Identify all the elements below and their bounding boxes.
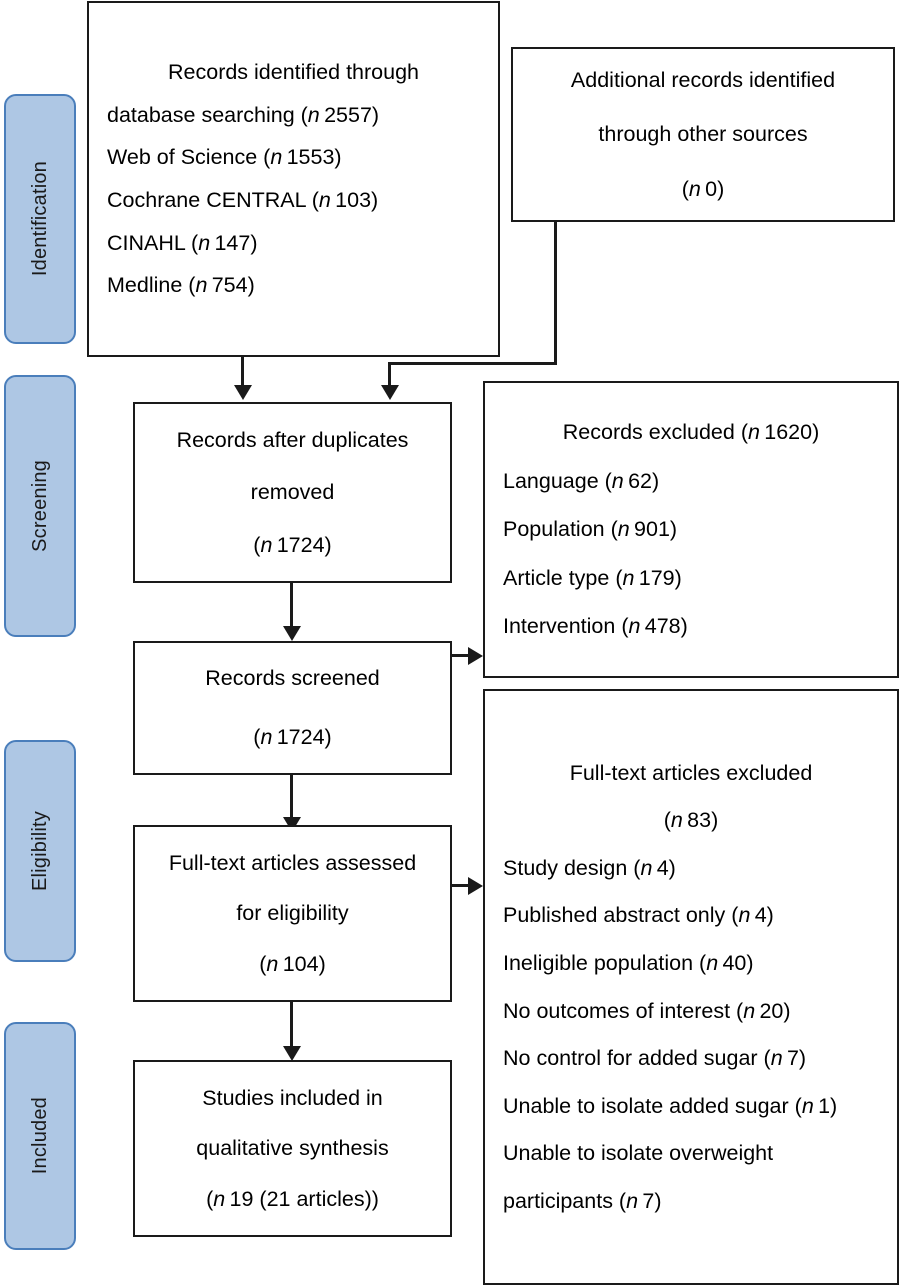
connector-fulltext-to-excluded-arrow	[468, 877, 483, 895]
node-line: (n 1724)	[253, 532, 332, 557]
node-line: (n 0)	[681, 176, 725, 201]
stage-chip-identification: Identification	[4, 94, 76, 344]
stage-label-screening: Screening	[29, 460, 51, 552]
node-line: Additional records identified	[570, 67, 836, 92]
connector-additional-drop-line	[388, 362, 391, 387]
node-line: removed	[250, 480, 335, 505]
node-line: No outcomes of interest (n 20)	[503, 998, 791, 1023]
node-records-excluded: Records excluded (n 1620) Language (n 62…	[483, 381, 899, 678]
node-line: Records screened	[205, 666, 380, 691]
connector-screened-to-excluded-arrow	[468, 647, 483, 665]
stage-label-eligibility: Eligibility	[29, 810, 51, 891]
node-line: Ineligible population (n 40)	[503, 950, 754, 975]
node-line: (n 83)	[663, 808, 719, 833]
connector-dedup-to-screened-arrow	[283, 626, 301, 641]
node-line: Web of Science (n 1553)	[107, 145, 342, 170]
node-line: Full-text articles excluded	[569, 760, 813, 785]
node-studies-included: Studies included in qualitative synthesi…	[133, 1060, 452, 1237]
connector-additional-to-dedup-arrow	[381, 385, 399, 400]
node-line: Full-text articles assessed	[168, 850, 417, 875]
node-line: Cochrane CENTRAL (n 103)	[107, 188, 379, 212]
node-records-screened: Records screened (n 1724)	[133, 641, 452, 775]
node-line: (n 19 (21 articles))	[206, 1186, 379, 1211]
node-line: Unable to isolate added sugar (n 1)	[503, 1093, 838, 1118]
stage-chip-included: Included	[4, 1022, 76, 1250]
connector-identified-to-dedup-arrow	[234, 385, 252, 400]
node-line: Studies included in	[202, 1085, 383, 1110]
node-line: Records identified through	[168, 60, 419, 85]
node-line: database searching (n 2557)	[107, 102, 380, 127]
connector-fulltext-to-excluded-line	[452, 884, 472, 887]
node-line: (n 104)	[259, 951, 326, 976]
node-fulltext-assessed: Full-text articles assessed for eligibil…	[133, 825, 452, 1002]
node-line: CINAHL (n 147)	[107, 230, 258, 255]
connector-dedup-to-screened-line	[290, 582, 293, 629]
node-line: Intervention (n 478)	[503, 614, 688, 639]
connector-fulltext-to-included-line	[290, 1001, 293, 1049]
node-fulltext-excluded: Full-text articles excluded (n 83) Study…	[483, 689, 899, 1285]
node-line: No control for added sugar (n 7)	[503, 1046, 807, 1071]
node-line: Population (n 901)	[503, 517, 678, 542]
node-line: Unable to isolate overweight	[503, 1141, 774, 1166]
connector-identified-to-dedup-line	[241, 357, 244, 387]
stage-label-identification: Identification	[29, 161, 51, 277]
connector-additional-down-line	[554, 220, 557, 365]
stage-label-included: Included	[29, 1097, 51, 1175]
node-records-after-duplicates: Records after duplicates removed (n 1724…	[133, 402, 452, 583]
node-line: participants (n 7)	[503, 1188, 662, 1213]
node-line: (n 1724)	[253, 725, 332, 749]
connector-screened-to-excluded-line	[452, 654, 472, 657]
connector-additional-left-line	[388, 362, 557, 365]
node-additional-records: Additional records identified through ot…	[511, 47, 895, 222]
node-line: Medline (n 754)	[107, 273, 255, 298]
stage-chip-screening: Screening	[4, 375, 76, 637]
stage-chip-eligibility: Eligibility	[4, 740, 76, 962]
connector-fulltext-to-included-arrow	[283, 1046, 301, 1061]
node-line: for eligibility	[236, 901, 349, 926]
node-line: Study design (n 4)	[503, 855, 676, 880]
node-line: Records after duplicates	[176, 427, 409, 452]
node-line: qualitative synthesis	[196, 1136, 389, 1161]
node-line: Article type (n 179)	[503, 565, 682, 590]
node-line: Published abstract only (n 4)	[503, 903, 774, 928]
node-records-identified: Records identified through database sear…	[87, 1, 500, 357]
node-line: Language (n 62)	[503, 468, 660, 493]
connector-screened-to-fulltext-line	[290, 774, 293, 820]
node-line: Records excluded (n 1620)	[562, 420, 820, 445]
node-line: through other sources	[598, 122, 808, 147]
